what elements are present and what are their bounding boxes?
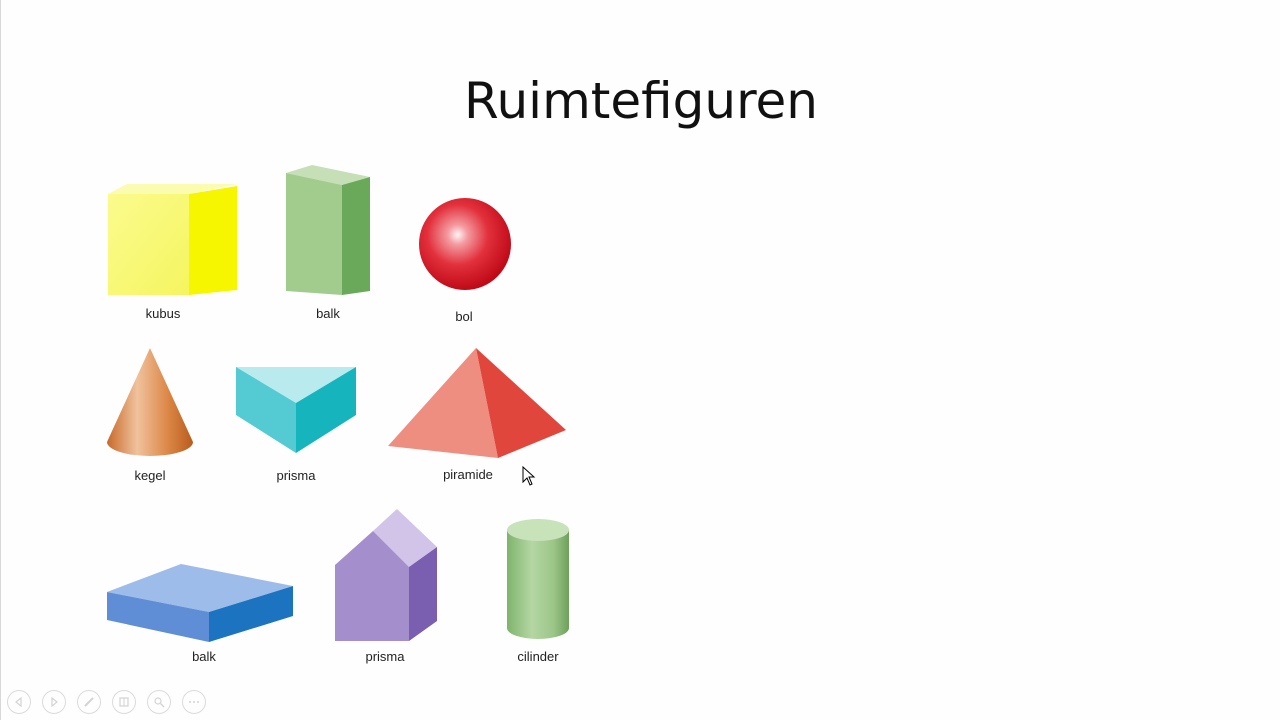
mouse-cursor-icon bbox=[522, 466, 536, 486]
pentagonal-prism-icon bbox=[335, 509, 437, 641]
slide-title: Ruimtefiguren bbox=[464, 72, 818, 130]
more-icon[interactable] bbox=[182, 690, 206, 714]
figure-label-kubus: kubus bbox=[145, 306, 181, 321]
tall-cuboid-icon bbox=[286, 165, 370, 295]
previous-icon[interactable] bbox=[7, 690, 31, 714]
figure-label-piramide: piramide bbox=[443, 467, 493, 482]
figure-label-prisma: prisma bbox=[276, 468, 316, 483]
figure-label-kegel: kegel bbox=[134, 468, 166, 483]
pyramid-icon bbox=[388, 348, 566, 458]
next-icon[interactable] bbox=[42, 690, 66, 714]
cylinder-icon bbox=[507, 519, 569, 639]
pen-icon[interactable] bbox=[77, 690, 101, 714]
figure-label-cilinder: cilinder bbox=[517, 649, 559, 664]
cone-icon bbox=[107, 348, 193, 456]
figure-label-bol: bol bbox=[455, 309, 473, 324]
figure-label-balk-flat: balk bbox=[192, 649, 216, 664]
slides-icon[interactable] bbox=[112, 690, 136, 714]
figure-label-balk: balk bbox=[316, 306, 340, 321]
figure-label-prisma-pentagonal: prisma bbox=[365, 649, 405, 664]
sphere-icon bbox=[419, 198, 511, 290]
slideshow-toolbar bbox=[7, 690, 206, 714]
zoom-icon[interactable] bbox=[147, 690, 171, 714]
triangular-prism-icon bbox=[236, 367, 356, 453]
flat-cuboid-icon bbox=[107, 564, 293, 642]
cube-icon bbox=[108, 184, 237, 295]
